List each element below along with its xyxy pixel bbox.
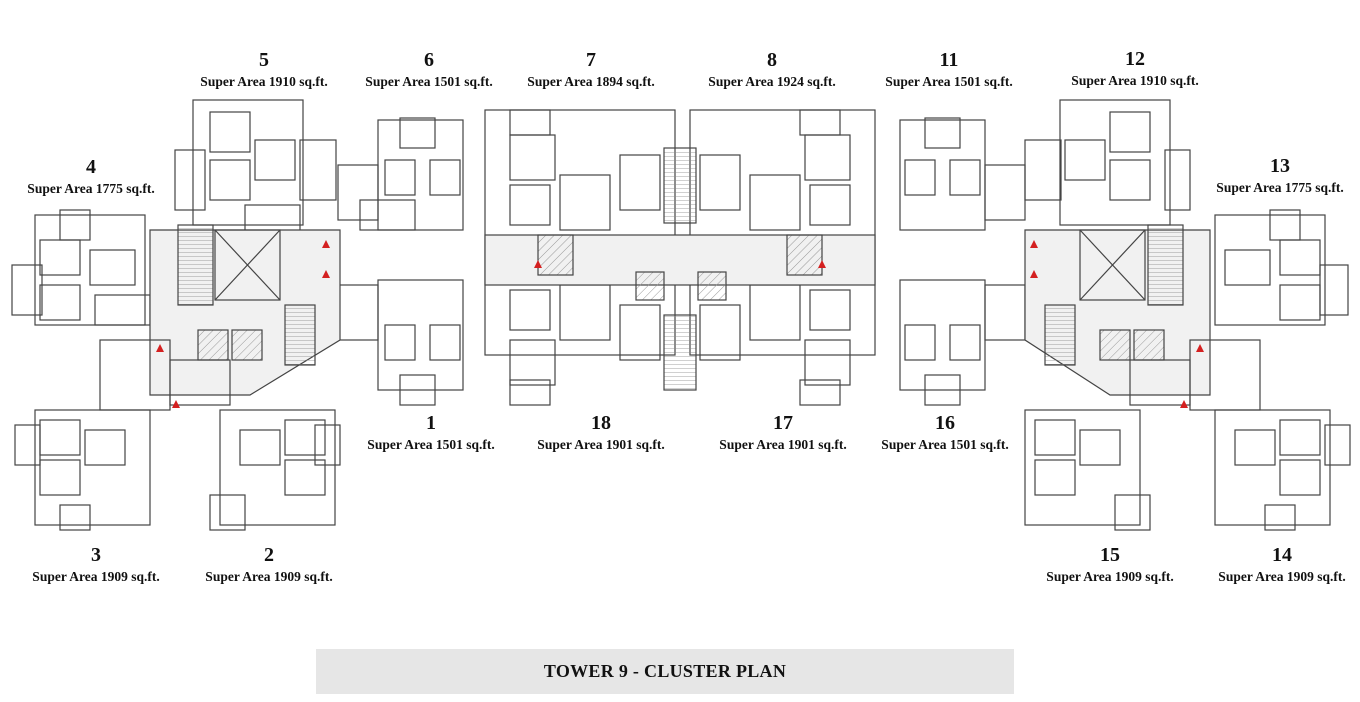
unit-number: 15	[1099, 544, 1120, 566]
unit-label-13: 13 Super Area 1775 sq.ft.	[1216, 156, 1343, 195]
unit-number: 16	[934, 412, 955, 434]
unit-number: 11	[939, 49, 959, 71]
unit-number: 14	[1271, 544, 1292, 566]
unit-area: Super Area 1775 sq.ft.	[27, 181, 155, 196]
unit-label-6: 6 Super Area 1501 sq.ft.	[365, 50, 492, 89]
unit-area: Super Area 1924 sq.ft.	[708, 74, 836, 89]
unit-area: Super Area 1501 sq.ft.	[365, 74, 493, 89]
unit-number: 18	[590, 412, 611, 434]
unit-label-1: 1 Super Area 1501 sq.ft.	[367, 413, 494, 452]
left-wing	[11, 99, 464, 531]
entry-markers	[156, 240, 1204, 408]
unit-number: 13	[1269, 155, 1290, 177]
plan-title: TOWER 9 - CLUSTER PLAN	[543, 661, 787, 681]
center-block	[484, 109, 876, 406]
unit-label-17: 17 Super Area 1901 sq.ft.	[719, 413, 846, 452]
unit-area: Super Area 1901 sq.ft.	[537, 437, 665, 452]
unit-number: 7	[585, 49, 596, 71]
unit-area: Super Area 1909 sq.ft.	[205, 569, 333, 584]
unit-area: Super Area 1775 sq.ft.	[1216, 180, 1344, 195]
unit-area: Super Area 1909 sq.ft.	[1046, 569, 1174, 584]
unit-number: 17	[772, 412, 793, 434]
unit-area: Super Area 1501 sq.ft.	[885, 74, 1013, 89]
unit-area: Super Area 1909 sq.ft.	[1218, 569, 1346, 584]
title-bar: TOWER 9 - CLUSTER PLAN	[316, 649, 1014, 694]
unit-label-4: 4 Super Area 1775 sq.ft.	[27, 157, 154, 196]
unit-area: Super Area 1894 sq.ft.	[527, 74, 655, 89]
unit-label-18: 18 Super Area 1901 sq.ft.	[537, 413, 664, 452]
unit-label-5: 5 Super Area 1910 sq.ft.	[200, 50, 327, 89]
unit-area: Super Area 1901 sq.ft.	[719, 437, 847, 452]
unit-label-7: 7 Super Area 1894 sq.ft.	[527, 50, 654, 89]
unit-number: 2	[263, 544, 274, 566]
unit-label-11: 11 Super Area 1501 sq.ft.	[885, 50, 1012, 89]
unit-number: 3	[90, 544, 101, 566]
unit-area: Super Area 1501 sq.ft.	[367, 437, 495, 452]
unit-label-14: 14 Super Area 1909 sq.ft.	[1218, 545, 1345, 584]
unit-number: 5	[258, 49, 269, 71]
unit-number: 6	[423, 49, 434, 71]
unit-number: 1	[425, 412, 436, 434]
unit-label-8: 8 Super Area 1924 sq.ft.	[708, 50, 835, 89]
unit-label-16: 16 Super Area 1501 sq.ft.	[881, 413, 1008, 452]
unit-area: Super Area 1910 sq.ft.	[1071, 73, 1199, 88]
unit-label-3: 3 Super Area 1909 sq.ft.	[32, 545, 159, 584]
unit-number: 12	[1124, 48, 1145, 70]
unit-area: Super Area 1501 sq.ft.	[881, 437, 1009, 452]
unit-area: Super Area 1910 sq.ft.	[200, 74, 328, 89]
unit-area: Super Area 1909 sq.ft.	[32, 569, 160, 584]
unit-label-2: 2 Super Area 1909 sq.ft.	[205, 545, 332, 584]
right-wing	[899, 99, 1351, 531]
unit-number: 8	[766, 49, 777, 71]
unit-label-12: 12 Super Area 1910 sq.ft.	[1071, 49, 1198, 88]
unit-label-15: 15 Super Area 1909 sq.ft.	[1046, 545, 1173, 584]
unit-number: 4	[85, 156, 96, 178]
